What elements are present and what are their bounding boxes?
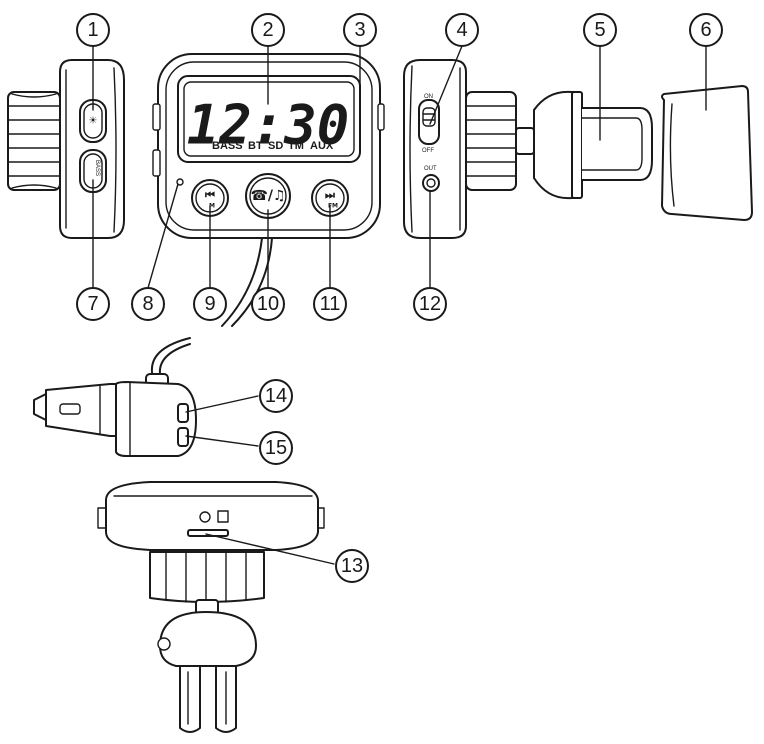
- bass-button-label: BASS: [94, 160, 100, 176]
- svg-text:8: 8: [142, 293, 153, 315]
- svg-text:2: 2: [262, 19, 273, 41]
- svg-text:13: 13: [341, 555, 363, 577]
- indicator-sd: SD: [268, 140, 283, 152]
- callout-8: 8: [131, 287, 165, 321]
- callout-1: 1: [76, 13, 110, 47]
- switch-on-label: ON: [424, 94, 433, 100]
- prev-sub-label: M: [209, 203, 215, 210]
- svg-text:3: 3: [354, 19, 365, 41]
- right-side-body: [403, 59, 467, 239]
- out-port-label: OUT: [424, 166, 437, 172]
- callout-12: 12: [413, 287, 447, 321]
- callout-3: 3: [343, 13, 377, 47]
- svg-text:1: 1: [87, 19, 98, 41]
- play-phone-icon: ☎/♫: [250, 188, 285, 204]
- indicator-tm: TM: [288, 140, 304, 152]
- charger-head: [115, 381, 197, 457]
- callout-5: 5: [583, 13, 617, 47]
- light-icon: ☀: [89, 116, 98, 127]
- usb-port-1[interactable]: [177, 403, 189, 423]
- right-side-knob: [465, 91, 517, 191]
- indicator-bt: BT: [248, 140, 263, 152]
- svg-text:9: 9: [204, 293, 215, 315]
- prev-button[interactable]: ⏮ M: [191, 179, 229, 217]
- callout-2: 2: [251, 13, 285, 47]
- right-side-view: ON OFF OUT: [403, 59, 653, 239]
- bottom-aux-port[interactable]: [199, 511, 211, 523]
- svg-text:5: 5: [594, 19, 605, 41]
- bottom-clip-prong-left: [179, 665, 201, 733]
- lcd-screen: [177, 75, 361, 163]
- callout-6: 6: [689, 13, 723, 47]
- prev-icon: ⏮: [205, 189, 215, 202]
- power-cable-lower: [150, 337, 191, 389]
- svg-text:14: 14: [265, 385, 287, 407]
- power-switch-slider[interactable]: [422, 107, 436, 127]
- left-side-view: ☀ BASS: [7, 59, 125, 239]
- svg-text:12: 12: [419, 293, 441, 315]
- lcd-indicators: BASS BT SD TM AUX: [212, 140, 334, 152]
- bottom-small-port[interactable]: [217, 510, 229, 523]
- charger-plug-body: [45, 383, 117, 437]
- bottom-ball: [159, 611, 257, 667]
- microphone-hole: [176, 178, 184, 186]
- callouts: 1 2 3 4 5 6 7 8 9 10 11 12 13 14 15: [76, 13, 723, 583]
- callout-4: 4: [445, 13, 479, 47]
- next-icon: ⏭: [325, 189, 335, 202]
- callout-15: 15: [259, 431, 293, 465]
- callout-9: 9: [193, 287, 227, 321]
- svg-text:4: 4: [456, 19, 467, 41]
- callout-13: 13: [335, 549, 369, 583]
- front-view: 12:30 BASS BT SD TM AUX ⏮ M ☎/♫ ⏭ FM: [152, 53, 385, 327]
- vent-clip-cap: [661, 85, 753, 221]
- car-charger: [33, 337, 197, 457]
- left-side-knob: [7, 91, 61, 191]
- next-button[interactable]: ⏭ FM: [311, 179, 349, 217]
- svg-text:15: 15: [265, 437, 287, 459]
- sd-card-slot[interactable]: [187, 529, 229, 537]
- bottom-knob: [149, 551, 265, 604]
- svg-text:6: 6: [700, 19, 711, 41]
- power-cable-upper: [221, 237, 263, 327]
- indicator-bass: BASS: [212, 140, 243, 152]
- callout-10: 10: [251, 287, 285, 321]
- svg-text:11: 11: [320, 293, 341, 315]
- callout-14: 14: [259, 379, 293, 413]
- leader-lines: [92, 45, 707, 565]
- callout-7: 7: [76, 287, 110, 321]
- svg-text:7: 7: [87, 293, 98, 315]
- bottom-view: [97, 481, 325, 733]
- next-sub-label: FM: [328, 203, 338, 210]
- switch-off-label: OFF: [422, 148, 434, 154]
- bottom-housing: [105, 481, 319, 551]
- usb-port-2[interactable]: [177, 427, 189, 447]
- indicator-aux: AUX: [310, 140, 334, 152]
- svg-text:10: 10: [257, 293, 279, 315]
- callout-11: 11: [313, 287, 347, 321]
- charger-tip: [33, 393, 47, 421]
